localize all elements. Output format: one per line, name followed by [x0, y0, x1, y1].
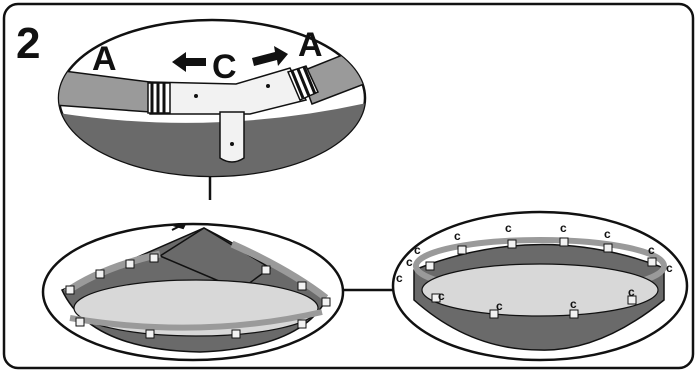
pool-assembly-partial — [41, 222, 345, 362]
connector-label: c — [505, 221, 512, 235]
right-band — [286, 65, 319, 101]
arrow-right-icon — [252, 46, 288, 66]
connector-plate — [149, 67, 308, 115]
connector-label: c — [496, 299, 503, 313]
pool-floor-complete — [421, 263, 659, 317]
label-left-rail: A — [92, 40, 117, 78]
connector-label: c — [454, 229, 461, 243]
arrow-left-icon — [172, 52, 206, 72]
left-band — [147, 82, 171, 114]
connector-label: c — [570, 297, 577, 311]
connector-label: c — [666, 261, 673, 275]
connector-label: c — [438, 289, 445, 303]
connector-label: c — [414, 243, 421, 257]
connector-label: c — [648, 243, 655, 257]
step-number: 2 — [16, 19, 40, 68]
label-right-rail: A — [298, 26, 323, 64]
connector-label: c — [560, 221, 567, 235]
connector-label: c — [628, 285, 635, 299]
connector-leg — [219, 111, 245, 163]
label-center-connector: C — [212, 48, 237, 86]
pool-assembly-complete: c c c c c c c c c c c c c — [391, 210, 689, 362]
connector-label: c — [406, 255, 413, 269]
connector-label: c — [396, 271, 403, 285]
connector-label: c — [604, 227, 611, 241]
